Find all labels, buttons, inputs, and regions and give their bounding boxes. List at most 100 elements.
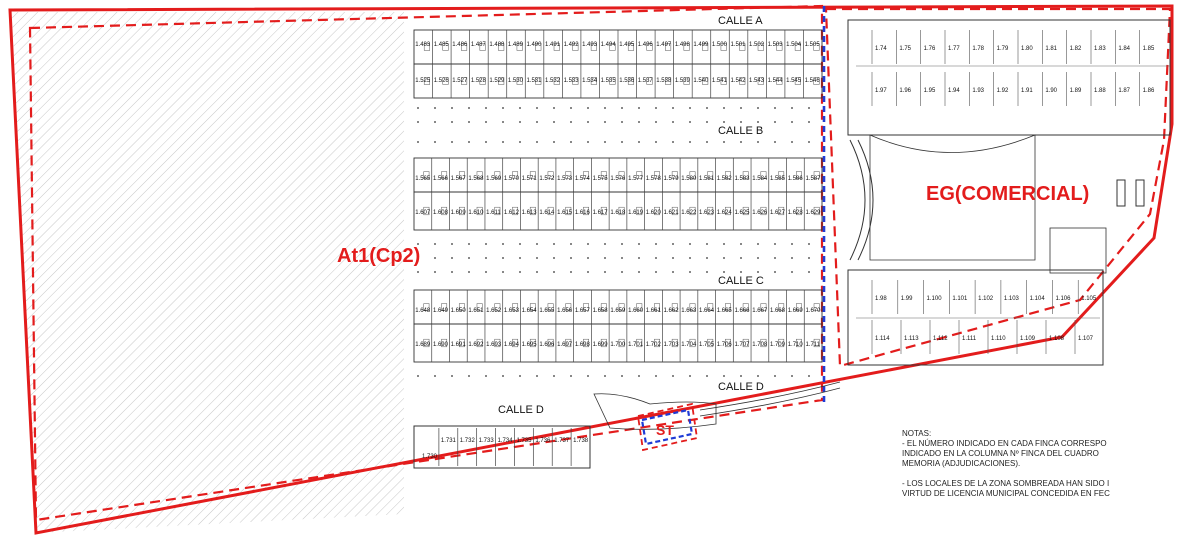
lot-number: 1.499: [693, 42, 709, 48]
parking-dot: [791, 271, 793, 273]
lot-number: 1.617: [593, 210, 609, 216]
commercial-lot-number: 1.80: [1021, 46, 1033, 52]
lot-number: 1.730: [422, 454, 438, 460]
parking-dot: [638, 375, 640, 377]
lot-number: 1.487: [471, 42, 487, 48]
lot-number: 1.483: [415, 42, 431, 48]
lot-fixture: [757, 43, 764, 51]
lot-number: 1.578: [646, 176, 662, 182]
lot-number: 1.661: [646, 308, 662, 314]
lot-fixture: [516, 77, 523, 85]
parking-dot: [417, 375, 419, 377]
lot-fixture: [609, 43, 616, 51]
lot-fixture: [494, 206, 501, 216]
parking-dot: [808, 141, 810, 143]
lot-number: 1.624: [717, 210, 733, 216]
lot-fixture: [529, 338, 536, 348]
parking-dot: [740, 121, 742, 123]
lot-fixture: [618, 338, 625, 348]
parking-dot: [723, 121, 725, 123]
lot-fixture: [547, 303, 554, 311]
parking-dot: [485, 141, 487, 143]
parking-dot: [723, 243, 725, 245]
lot-number: 1.649: [433, 308, 449, 314]
lot-fixture: [654, 338, 660, 348]
lot-fixture: [423, 303, 430, 311]
parking-dot: [621, 257, 623, 259]
lot-number: 1.582: [717, 176, 733, 182]
parking-dot: [553, 121, 555, 123]
lot-number: 1.623: [699, 210, 715, 216]
commercial-lot-number: 1.78: [972, 46, 984, 52]
parking-dot: [706, 107, 708, 109]
lot-fixture: [512, 338, 519, 348]
lot-number: 1.735: [516, 438, 532, 444]
lot-fixture: [547, 171, 554, 179]
lot-fixture: [600, 206, 607, 216]
lot-fixture: [794, 77, 801, 85]
lot-number: 1.667: [752, 308, 768, 314]
commercial-lot-number: 1.91: [1021, 88, 1033, 94]
lot-number: 1.652: [486, 308, 502, 314]
parking-dot: [485, 243, 487, 245]
lot-number: 1.626: [752, 210, 768, 216]
lot-fixture: [609, 77, 616, 85]
lot-number: 1.654: [522, 308, 538, 314]
lot-fixture: [618, 206, 625, 216]
parking-dot: [808, 121, 810, 123]
parking-dot: [689, 375, 691, 377]
lot-fixture: [442, 43, 449, 51]
parking-dot: [502, 257, 504, 259]
parking-dot: [689, 141, 691, 143]
lot-fixture: [476, 171, 483, 179]
parking-dot: [774, 141, 776, 143]
lot-number: 1.544: [768, 78, 784, 84]
parking-dot: [417, 257, 419, 259]
notes-line-3: MEMORIA (ADJUDICACIONES).: [902, 459, 1021, 468]
lot-number: 1.659: [610, 308, 626, 314]
lot-number: 1.704: [681, 342, 697, 348]
lot-number: 1.711: [805, 342, 820, 348]
parking-dot: [468, 141, 470, 143]
lot-number: 1.503: [768, 42, 784, 48]
lot-fixture: [553, 43, 560, 51]
lot-fixture: [479, 77, 486, 85]
commercial-lot-number: 1.92: [997, 88, 1009, 94]
lot-number: 1.533: [564, 78, 580, 84]
lot-number: 1.614: [539, 210, 555, 216]
notes-title: NOTAS:: [902, 429, 932, 438]
lot-number: 1.570: [504, 176, 520, 182]
lot-fixture: [441, 206, 448, 216]
lot-fixture: [725, 303, 731, 311]
lot-number: 1.495: [619, 42, 635, 48]
lot-fixture: [683, 43, 690, 51]
lot-fixture: [565, 206, 572, 216]
lot-number: 1.696: [539, 342, 555, 348]
parking-dot: [502, 375, 504, 377]
lot-number: 1.656: [557, 308, 573, 314]
parking-dot: [587, 271, 589, 273]
commercial-lot-number: 1.84: [1118, 46, 1130, 52]
lot-number: 1.531: [526, 78, 542, 84]
notes-line-2: INDICADO EN LA COLUMNA Nº FINCA DEL CUAD…: [902, 449, 1099, 458]
lot-number: 1.610: [468, 210, 484, 216]
parking-dot: [468, 271, 470, 273]
lot-number: 1.575: [593, 176, 609, 182]
commercial-lot-number: 1.95: [924, 88, 936, 94]
row-d-building: [413, 425, 591, 469]
commercial-lot-number: 1.114: [875, 336, 890, 342]
lot-number: 1.666: [735, 308, 751, 314]
street-label-b: CALLE B: [718, 125, 763, 137]
commercial-lot-number: 1.112: [933, 336, 948, 342]
lot-fixture: [760, 303, 767, 311]
notes-line-5: VIRTUD DE LICENCIA MUNICIPAL CONCEDIDA E…: [902, 489, 1110, 498]
parking-dot: [604, 271, 606, 273]
parking-dot: [808, 271, 810, 273]
lot-number: 1.700: [610, 342, 626, 348]
parking-dot: [451, 141, 453, 143]
lot-fixture: [583, 171, 589, 179]
lot-number: 1.662: [664, 308, 680, 314]
lot-number: 1.581: [699, 176, 715, 182]
lot-fixture: [720, 77, 727, 85]
parking-dot: [570, 141, 572, 143]
